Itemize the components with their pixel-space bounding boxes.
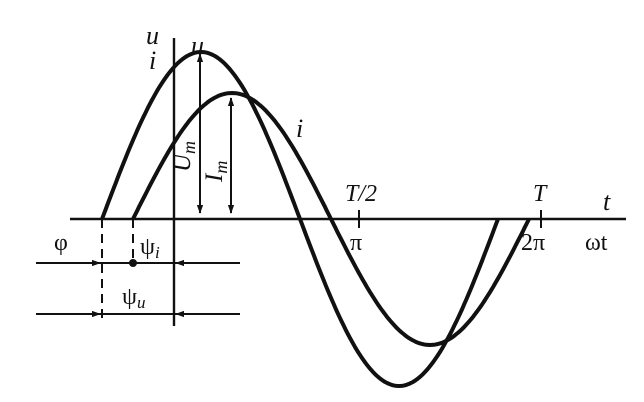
y-axis-label-i: i (149, 46, 156, 75)
angle-axis-label: ωt (585, 230, 608, 256)
current-amplitude-label: Im (201, 161, 231, 183)
pi-label: π (350, 230, 362, 256)
current-curve-label: i (296, 114, 303, 143)
phi-label: φ (54, 230, 68, 256)
time-axis-label: t (603, 187, 611, 216)
i-zero-dot (129, 259, 137, 267)
half-period-label: T/2 (345, 181, 377, 207)
y-axis-label-u: u (146, 21, 159, 50)
voltage-curve (100, 50, 500, 388)
voltage-amplitude-label: Um (169, 141, 199, 172)
psi-u-label: ψu (122, 284, 146, 312)
two-pi-label: 2π (521, 230, 545, 256)
period-label: T (533, 181, 548, 207)
voltage-curve-label: u (191, 31, 204, 60)
psi-i-label: ψi (140, 234, 160, 262)
